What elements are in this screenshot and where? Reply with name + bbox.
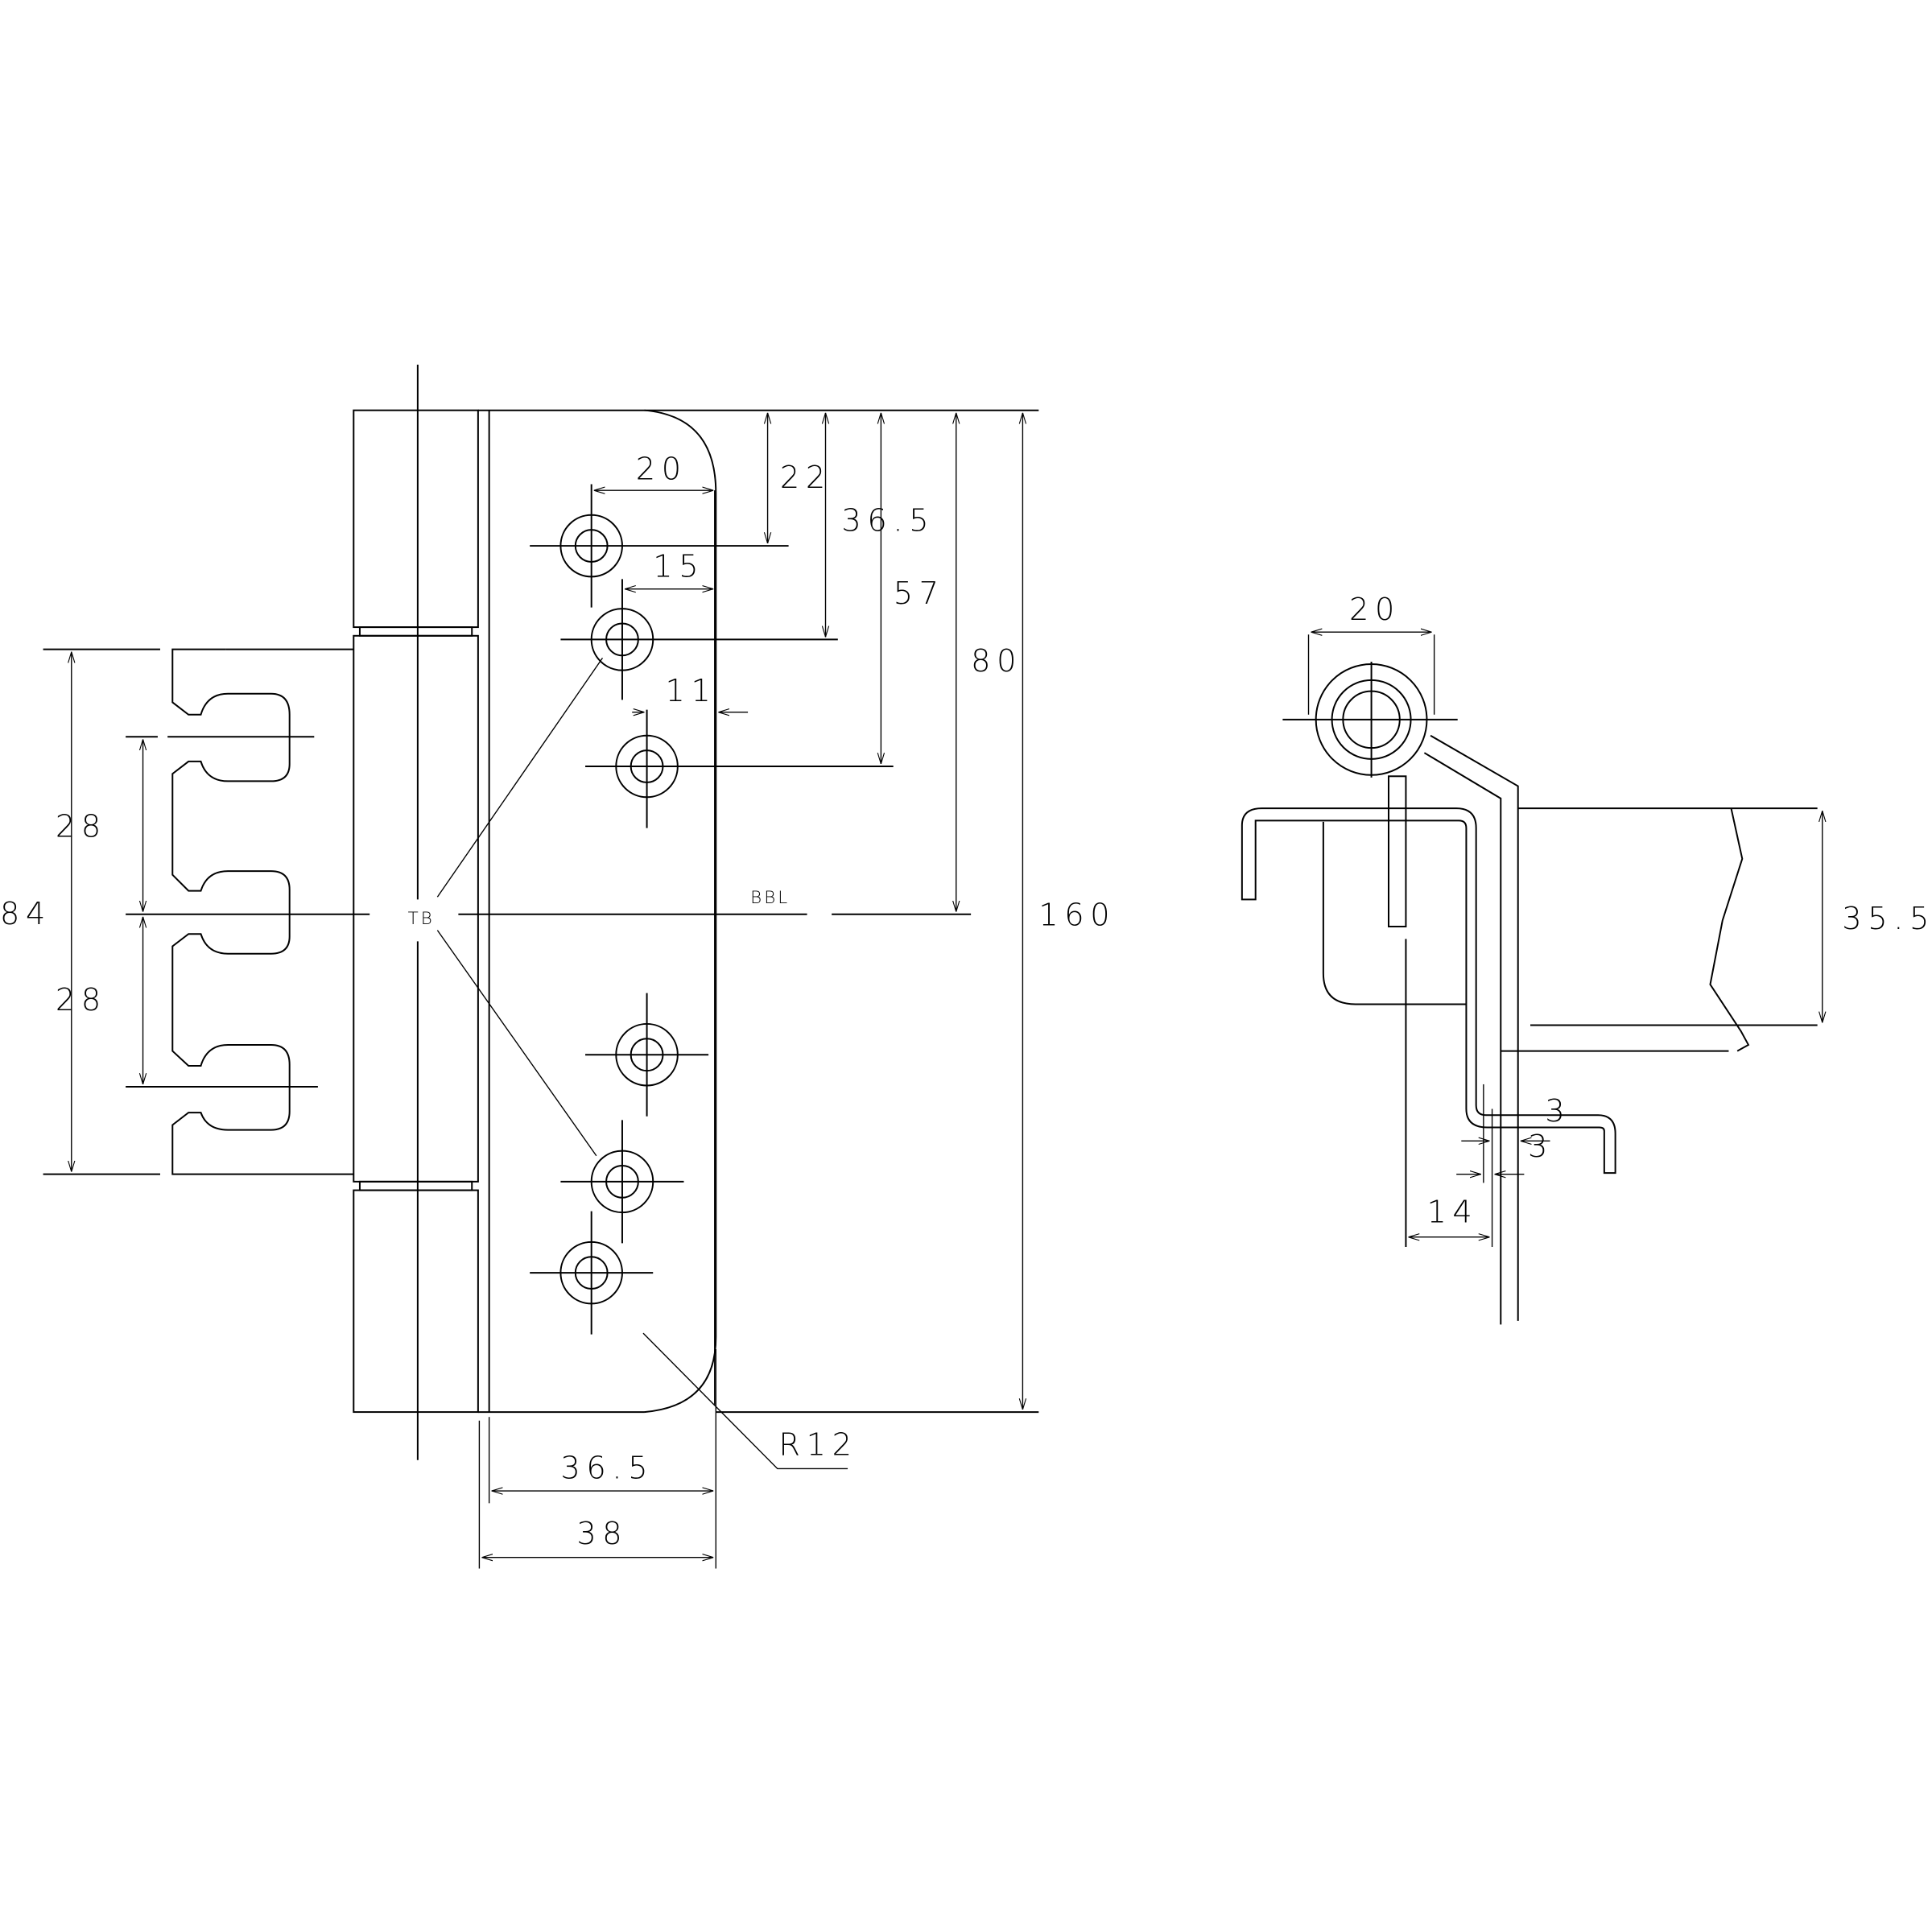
dim-11: 11: [666, 673, 717, 709]
dim-r12: R12: [778, 1427, 857, 1463]
dim-3-b: 3: [1528, 1129, 1554, 1165]
screw-hole: [560, 1120, 684, 1244]
dim-22: 22: [780, 460, 832, 496]
dim-57: 57: [894, 576, 945, 612]
screw-hole: [560, 579, 838, 700]
dim-84: 84: [0, 896, 52, 932]
screw-hole: [530, 1211, 654, 1335]
dim-20: 20: [636, 451, 687, 487]
dim-28-lower: 28: [56, 982, 107, 1018]
dim-15: 15: [653, 548, 704, 584]
dim-35-5: 35.5: [1842, 901, 1932, 937]
dim-36-5-bottom: 36.5: [560, 1451, 654, 1487]
screw-hole: [585, 993, 709, 1117]
dim-3-a: 3: [1545, 1093, 1571, 1129]
screw-hole: [530, 484, 789, 608]
dim-36-5: 36.5: [841, 503, 935, 539]
bbl-label: BBL: [750, 888, 790, 908]
dim-80: 80: [971, 643, 1022, 679]
dim-28-upper: 28: [56, 808, 107, 844]
tb-label: TB: [408, 909, 435, 929]
dim-38: 38: [576, 1516, 628, 1552]
dim-14: 14: [1426, 1194, 1478, 1230]
screw-hole: [585, 709, 894, 828]
dim-20-side: 20: [1349, 592, 1401, 628]
front-view: TB BBL 84 28 28 20 15 11 22 36.5: [0, 365, 1116, 1569]
side-view: 20 35.5 3 3 14: [1241, 592, 1932, 1325]
dim-160: 160: [1038, 897, 1116, 933]
